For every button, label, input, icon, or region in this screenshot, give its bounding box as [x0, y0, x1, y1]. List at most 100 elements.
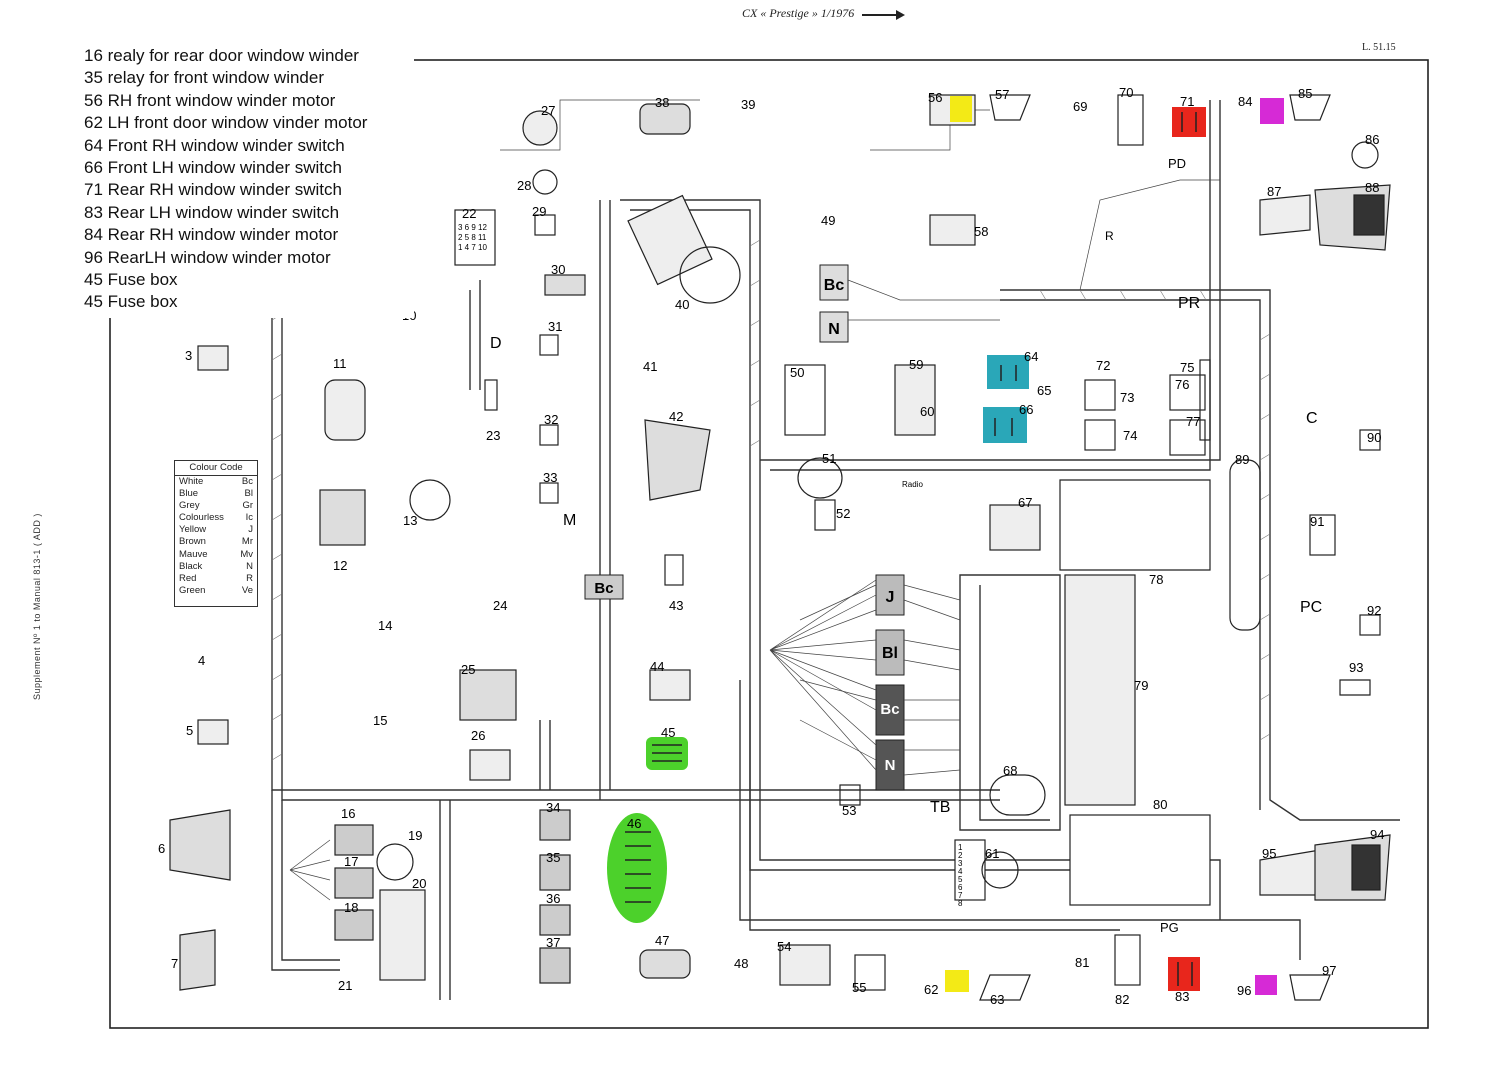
- component-number-label: 13: [403, 513, 417, 528]
- legend-line: 83 Rear LH window winder switch: [84, 202, 340, 222]
- component-number-label: 47: [655, 933, 669, 948]
- component-number-label: 87: [1267, 184, 1281, 199]
- component-number-label: 53: [842, 803, 856, 818]
- component-number-label: 66: [1019, 402, 1033, 417]
- component-number-label: 64: [1024, 349, 1038, 364]
- connector-n-lower-label: N: [885, 757, 896, 774]
- component-number-label: 93: [1349, 660, 1363, 675]
- legend-line: 45 Fuse box: [84, 270, 178, 289]
- connector-bc-lower: [875, 684, 905, 736]
- connector-61-pin: 7: [958, 891, 963, 900]
- legend-line: 45 Fuse box: [84, 292, 178, 312]
- component-number-label: 29: [532, 204, 546, 219]
- radio-label: Radio: [902, 480, 923, 489]
- component-number-label: 86: [1365, 132, 1379, 147]
- component-number-label: 34: [546, 800, 560, 815]
- colour-name: Brown: [179, 536, 206, 548]
- colour-name: Red: [179, 572, 197, 584]
- highlights: [607, 96, 1284, 995]
- component-number-label: 62: [924, 982, 938, 997]
- connector-blocks: Bc N Bc J Bl Bc N: [584, 264, 905, 791]
- component-number-label: 23: [486, 428, 500, 443]
- legend-line: 66 Front LH window winder switch: [84, 158, 342, 177]
- components: [169, 94, 1391, 1001]
- module-22-pins: 3 6 9 12 2 5 8 11 1 4 7 10: [458, 223, 487, 252]
- highlight-64-cyan: [987, 355, 1029, 389]
- connector-n-lower: [875, 739, 905, 791]
- component-number-label: 63: [990, 992, 1004, 1007]
- component-number-label: 84: [1238, 94, 1252, 109]
- colour-abbrev: Gr: [242, 500, 253, 512]
- component-number-label: 18: [344, 900, 358, 915]
- highlight-96-magenta: [1255, 975, 1277, 995]
- highlight-71-red: [1172, 107, 1206, 137]
- component-number-label: 46: [627, 816, 641, 831]
- harness-label-pr: PR: [1178, 295, 1200, 312]
- component-number-label: 36: [546, 891, 560, 906]
- module-22-pin-row: 3 6 9 12: [458, 223, 487, 232]
- diagram-frame: [109, 59, 1429, 1029]
- highlight-56-yellow: [950, 96, 972, 122]
- component-number-label: 37: [546, 935, 560, 950]
- component-number-label: 51: [822, 451, 836, 466]
- component-number-label: 90: [1367, 430, 1381, 445]
- component-number-label: 40: [675, 297, 689, 312]
- component-number-label: 33: [543, 470, 557, 485]
- component-number-label: 81: [1075, 955, 1089, 970]
- component-number-label: 56: [928, 90, 942, 105]
- connector-61-pin: 1: [958, 843, 963, 852]
- highlight-62-yellow: [945, 970, 969, 992]
- colour-abbrev: N: [246, 560, 253, 572]
- page-reference: L. 51.15: [1362, 42, 1396, 53]
- harness-trunks: [271, 100, 1400, 1000]
- module-22-pin-row: 2 5 8 11: [458, 233, 487, 242]
- harness-hatching: [271, 239, 1271, 761]
- component-number-label: 79: [1134, 678, 1148, 693]
- component-number-label: 12: [333, 558, 347, 573]
- harness-label-c: C: [1306, 410, 1318, 427]
- connector-bc-top: [819, 264, 849, 301]
- component-number-label: 95: [1262, 846, 1276, 861]
- module-22-pin-row: 1 4 7 10: [458, 243, 487, 252]
- component-number-label: 70: [1119, 85, 1133, 100]
- component-number-label: 72: [1096, 358, 1110, 373]
- title-arrow-icon: [862, 14, 898, 16]
- component-number-label: 97: [1322, 963, 1336, 978]
- component-number-label: 42: [669, 409, 683, 424]
- component-number-label: 71: [1180, 94, 1194, 109]
- component-number-label: 4: [198, 653, 205, 668]
- component-number-label: 73: [1120, 390, 1134, 405]
- component-number-label: 16: [341, 806, 355, 821]
- connector-bc-top-label: Bc: [824, 277, 845, 294]
- component-number-label: 35: [546, 850, 560, 865]
- component-number-label: 5: [186, 723, 193, 738]
- harness-label-d: D: [490, 335, 502, 352]
- component-number-label: 39: [741, 97, 755, 112]
- colour-abbrev: Mr: [241, 536, 253, 548]
- component-number-label: 31: [548, 319, 562, 334]
- title-arrow-head-icon: [896, 10, 905, 20]
- connector-61-pin: 8: [958, 899, 963, 908]
- component-number-label: 15: [373, 713, 387, 728]
- component-number-label: 91: [1310, 514, 1324, 529]
- colour-abbrev: Ve: [241, 584, 253, 596]
- colour-code-row: Brown Mr: [175, 536, 257, 548]
- component-number-label: 21: [338, 978, 352, 993]
- colour-name: White: [179, 476, 204, 487]
- highlight-66-cyan: [983, 407, 1027, 443]
- component-number-label: 28: [517, 178, 531, 193]
- component-number-label: 69: [1073, 99, 1087, 114]
- component-number-label: 77: [1186, 414, 1200, 429]
- connector-n-top: [819, 311, 849, 343]
- component-number-label: 92: [1367, 603, 1381, 618]
- component-number-label: 76: [1175, 377, 1189, 392]
- diagram-title: CX « Prestige » 1/1976: [742, 6, 855, 20]
